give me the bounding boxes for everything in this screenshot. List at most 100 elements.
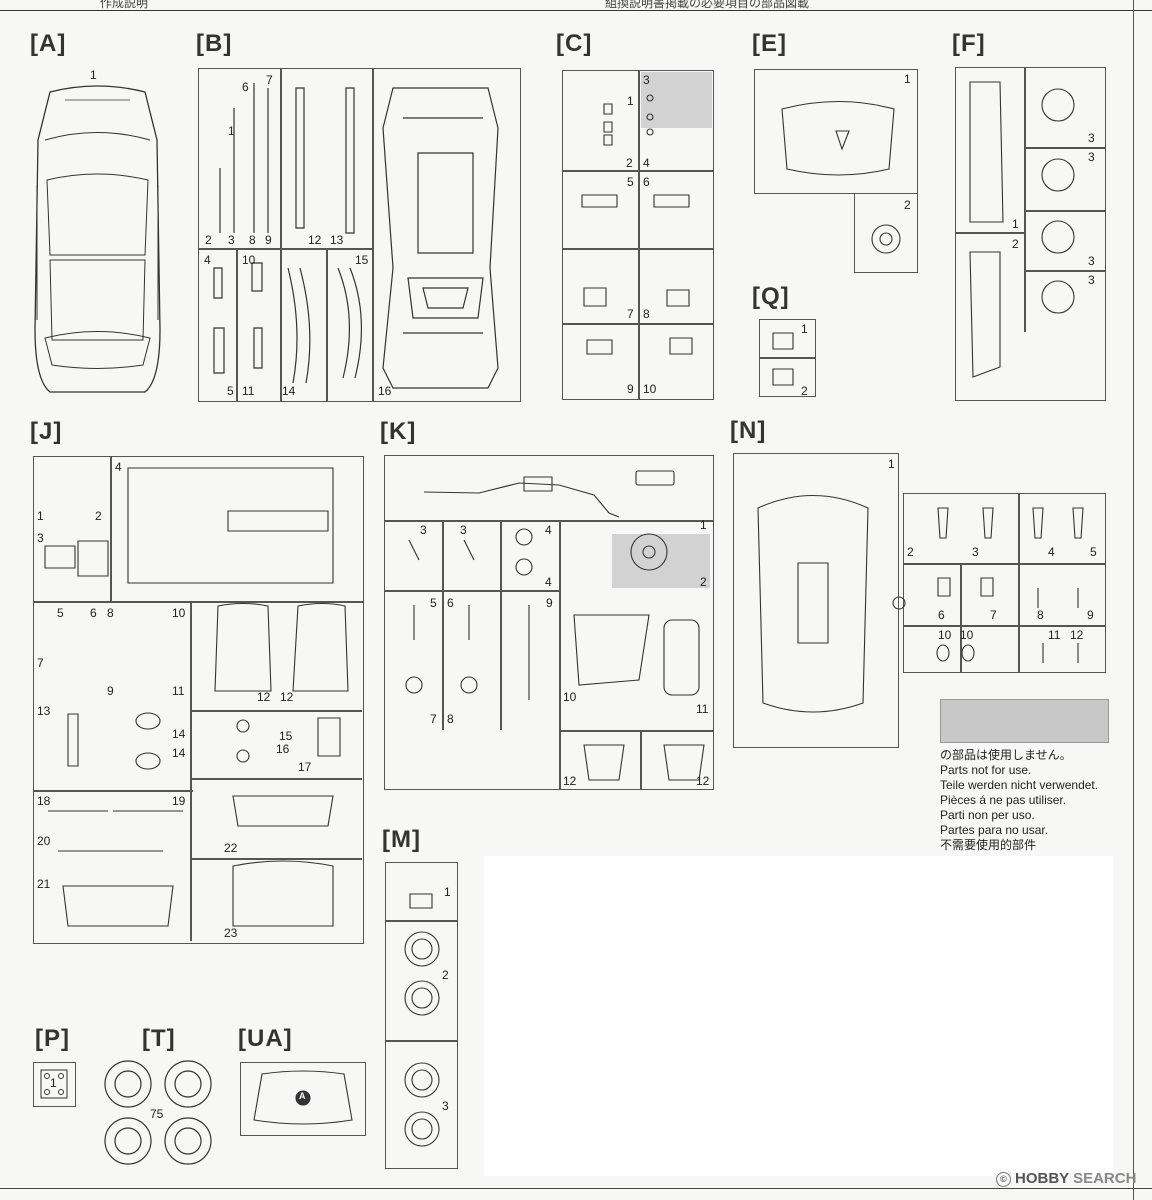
part-number: 1: [50, 1076, 57, 1090]
part-number: 4: [204, 253, 211, 267]
part-number: 21: [37, 877, 51, 891]
part-number: 1: [700, 518, 707, 532]
frame-label-a: [A]: [30, 30, 67, 57]
parts-frame-f: [955, 67, 1106, 401]
frame-label-c: [C]: [556, 30, 593, 57]
right-border-line: [1133, 0, 1134, 1200]
frame-f-parts: [955, 67, 1106, 401]
part-number: 3: [228, 233, 235, 247]
copyright-icon: ©: [996, 1172, 1011, 1187]
notice-line: Teile werden nicht verwendet.: [940, 778, 1099, 792]
part-number: 22: [224, 841, 238, 855]
part-number: 6: [447, 596, 454, 610]
part-number: 12: [308, 233, 322, 247]
part-number: 3: [442, 1099, 449, 1113]
frame-label-e: [E]: [752, 30, 787, 57]
frame-t-parts: [100, 1058, 220, 1168]
notice-line: Parts not for use.: [940, 763, 1032, 777]
part-number: 4: [643, 156, 650, 170]
parts-frame-b: [198, 68, 521, 402]
frame-label-f: [F]: [952, 30, 986, 57]
part-number: 8: [107, 606, 114, 620]
part-number: 4: [1048, 545, 1055, 559]
unused-parts-shade: [612, 534, 710, 588]
part-number: 18: [37, 794, 51, 808]
part-number: 16: [276, 742, 290, 756]
frame-k-parts: [384, 455, 714, 790]
part-number: 14: [172, 746, 186, 760]
part-number: 11: [172, 684, 185, 698]
parts-frame-n-side: [903, 493, 1106, 673]
part-number: 2: [205, 233, 212, 247]
frame-label-n: [N]: [730, 417, 767, 444]
part-number: 8: [447, 712, 454, 726]
part-number: 3: [1088, 131, 1095, 145]
part-number: 5: [57, 606, 64, 620]
watermark-logo: ©HOBBY SEARCH: [996, 1170, 1136, 1187]
part-number: 8: [643, 307, 650, 321]
part-number: 7: [266, 73, 273, 87]
part-number: 14: [172, 727, 186, 741]
part-number: 10: [242, 253, 256, 267]
part-number: 17: [298, 760, 312, 774]
part-number: 9: [546, 596, 553, 610]
part-number: 3: [1088, 273, 1095, 287]
frame-p-parts: [33, 1062, 76, 1107]
part-number: 9: [1087, 608, 1094, 622]
part-number: 2: [626, 156, 633, 170]
part-number: 13: [37, 704, 51, 718]
part-number: 3: [1088, 254, 1095, 268]
part-number: 20: [37, 834, 51, 848]
frame-j-parts: [33, 456, 364, 944]
part-number: 12: [563, 774, 577, 788]
top-border-line: [0, 10, 1152, 11]
watermark-brand-second: SEARCH: [1073, 1170, 1137, 1187]
part-number: 12: [280, 690, 294, 704]
part-number: 15: [279, 729, 293, 743]
part-number: 3: [460, 523, 467, 537]
part-number: 1: [228, 124, 235, 138]
part-number: 11: [696, 702, 709, 716]
part-number: 10: [172, 606, 186, 620]
part-number: 12: [1070, 628, 1084, 642]
frame-label-p: [P]: [35, 1025, 70, 1052]
part-number: 5: [227, 384, 234, 398]
part-number: 8: [249, 233, 256, 247]
part-number: 8: [1037, 608, 1044, 622]
frame-q-parts: [759, 319, 816, 397]
frame-label-j: [J]: [30, 418, 63, 445]
part-number: 2: [904, 198, 911, 212]
part-number: 10: [938, 628, 952, 642]
part-number: 16: [378, 384, 392, 398]
header-fragment-right: 組換説明書掲載の必要項目の部品図載: [605, 0, 810, 10]
notice-line: Partes para no usar.: [940, 823, 1049, 837]
part-number: 13: [330, 233, 344, 247]
frame-label-m: [M]: [382, 826, 421, 853]
part-number: 7: [430, 712, 437, 726]
part-number: 2: [801, 384, 808, 398]
frame-label-k: [K]: [380, 418, 417, 445]
parts-frame-k: [384, 455, 714, 790]
part-number: 6: [938, 608, 945, 622]
part-number: 6: [643, 175, 650, 189]
bottom-border-line: [0, 1188, 1152, 1189]
part-number: 1: [90, 68, 97, 82]
notice-line: Pièces á ne pas utiliser.: [940, 793, 1067, 807]
frame-ua-parts: [240, 1062, 366, 1136]
part-number: 3: [1088, 150, 1095, 164]
part-number: 1: [904, 72, 911, 86]
notice-line: 不需要使用的部件: [940, 838, 1037, 852]
part-number: 19: [172, 794, 186, 808]
part-number: 5: [430, 596, 437, 610]
notice-line: Parti non per uso.: [940, 808, 1035, 822]
part-number: 10: [643, 382, 657, 396]
part-number: 1: [801, 322, 808, 336]
part-number: 11: [242, 384, 255, 398]
part-number: 9: [265, 233, 272, 247]
part-number: 7: [37, 656, 44, 670]
part-number: 2: [95, 509, 102, 523]
part-number: 15: [355, 253, 369, 267]
part-marker: A: [299, 1091, 306, 1101]
notice-line: の部品は使用しません。: [940, 748, 1072, 762]
frame-label-q: [Q]: [752, 283, 790, 310]
